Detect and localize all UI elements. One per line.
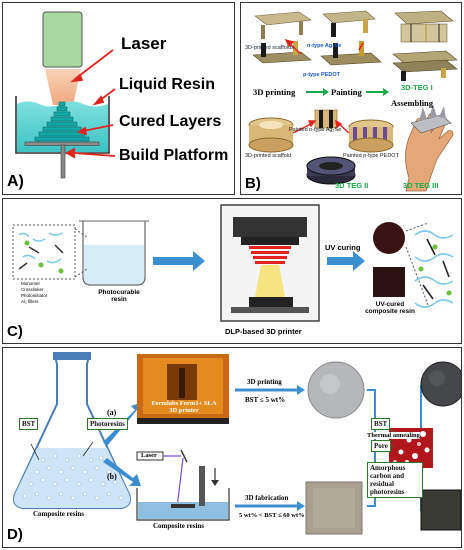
b-label-teg1: 3D-TEG I xyxy=(401,83,433,92)
d-label-a: (a) xyxy=(107,408,117,417)
panel-c-letter: C) xyxy=(7,323,23,340)
d-label-photoresins: Photoresins xyxy=(87,418,128,430)
c-label-resin: Photocurable resin xyxy=(98,289,140,303)
d-label-formlabs: Formlabs Form1+ SLA 3D printer xyxy=(151,400,217,414)
flask xyxy=(13,352,131,509)
panel-d-illustration xyxy=(13,352,461,535)
d-label-pore: Pore xyxy=(371,440,391,452)
d-label-laser: Laser xyxy=(141,452,157,459)
arrow-to-printer xyxy=(153,251,205,271)
panel-a-illustration xyxy=(15,11,116,179)
annotation-arrows xyxy=(65,49,116,159)
panel-c-illustration xyxy=(12,204,454,322)
b-label-painted-p: Painted p-type PEDOT xyxy=(343,153,399,159)
b-label-teg3: 3D TEG III xyxy=(403,181,439,190)
scaffold-painted-1 xyxy=(322,10,376,37)
d-label-bst2: BST xyxy=(371,418,391,430)
c-label-printer: DLP-based 3D printer xyxy=(225,327,302,336)
panel-b-letter: B) xyxy=(245,175,261,192)
panel-a: Laser Liquid Resin Cured Layers Build Pl… xyxy=(2,2,235,195)
label-build-platform: Build Platform xyxy=(119,147,229,164)
b-label-ptype: p-type PEDOT xyxy=(303,72,340,78)
scaffold-base-row2 xyxy=(252,41,312,64)
d-label-fab: 3D fabrication xyxy=(245,494,289,502)
b-red-arrows-2 xyxy=(292,119,350,134)
d-label-bst: BST xyxy=(19,418,39,430)
teg-module-assembled xyxy=(392,50,458,81)
b-green-arrows xyxy=(306,88,389,96)
c-label-uv: UV curing xyxy=(325,243,361,252)
laser-source xyxy=(42,11,83,68)
d-label-composite: Composite resins xyxy=(33,510,85,518)
b-label-assembling: Assembling xyxy=(391,98,434,108)
scaffold-painted-row2 xyxy=(320,41,382,66)
d-label-bst5: BST ≤ 5 wt% xyxy=(245,396,286,404)
laser-schematic xyxy=(136,449,230,521)
label-liquid-resin: Liquid Resin xyxy=(119,76,215,93)
b-label-painted-n: Painted n-type Ag₂Se xyxy=(289,127,342,133)
c-legend-2: Crosslinker xyxy=(21,287,44,292)
panel-d-letter: D) xyxy=(7,526,23,543)
panel-b: 3D-printed scaffolds n-type Ag₂Se p-type… xyxy=(240,2,462,195)
b-label-painting: Painting xyxy=(331,87,362,97)
b-label-scaffold2: 3D-printed scaffold xyxy=(245,153,292,159)
panel-d: BST Photoresins Composite resins (a) (b)… xyxy=(2,347,462,548)
cylinder-painted-n xyxy=(314,109,338,129)
cured-network xyxy=(414,230,454,308)
arrow-to-cured xyxy=(327,251,365,271)
scaffold-stack-1 xyxy=(254,11,312,39)
cured-disc xyxy=(373,222,405,254)
panel-a-letter: A) xyxy=(7,173,24,190)
platform-rod xyxy=(60,144,66,179)
fiber-mix-left xyxy=(18,232,64,274)
teg-ii-ring xyxy=(306,156,356,185)
c-label-cured: UV-cured composite resin xyxy=(365,301,415,315)
b-label-printing: 3D printing xyxy=(253,87,296,97)
laser-beam xyxy=(45,69,81,105)
label-laser: Laser xyxy=(121,34,167,53)
d-label-amorphous: Amorphous carbon and residual photoresin… xyxy=(367,462,423,498)
annealed-square xyxy=(420,489,461,531)
b-label-scaffolds: 3D-printed scaffolds xyxy=(245,45,294,51)
d-label-b: (b) xyxy=(107,472,117,481)
arrow-b xyxy=(103,458,141,486)
teg-module-1 xyxy=(394,10,454,43)
c-legend-3: Photoinitiator xyxy=(21,293,48,298)
d-label-composite2: Composite resins xyxy=(153,522,205,530)
b-label-ntype: n-type Ag₂Se xyxy=(307,43,342,49)
cylinder-scaffold xyxy=(248,117,294,153)
cylinder-painted-p xyxy=(348,119,394,153)
c-legend-4: Al₂ fillers xyxy=(21,299,39,304)
panel-b-illustration xyxy=(248,10,458,192)
d-label-bst60: 5 wt% < BST ≤ 60 wt% xyxy=(239,512,305,519)
d-label-printing: 3D printing xyxy=(247,378,282,386)
dlp-printer xyxy=(220,204,320,322)
b-label-teg2: 3D TEG II xyxy=(335,181,369,190)
b-red-arrows xyxy=(284,38,364,55)
label-cured-layers: Cured Layers xyxy=(119,113,222,130)
teg-iii-hand xyxy=(405,104,454,192)
d-label-annealing: Thermal annealing xyxy=(367,432,420,439)
formlabs-photo xyxy=(137,354,229,424)
cured-square xyxy=(373,267,405,297)
panel-c: Monomer Crosslinker Photoinitiator Al₂ f… xyxy=(2,198,462,344)
c-legend-1: Monomer xyxy=(21,281,41,286)
beaker xyxy=(79,220,149,286)
